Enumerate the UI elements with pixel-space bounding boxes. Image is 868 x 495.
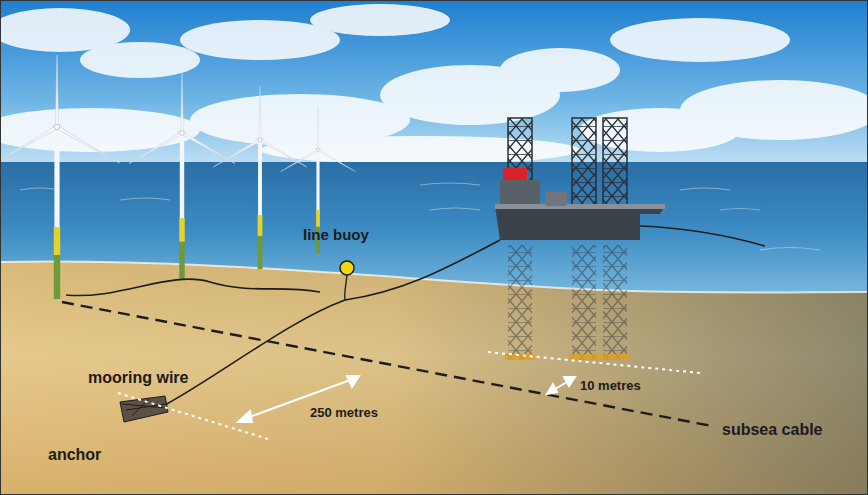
wire-label: mooring wire [88,369,188,387]
cable-label: subsea cable [722,421,823,439]
buoy-label: line buoy [303,226,369,243]
dimension-label: 250 metres [310,406,378,421]
anchor-label: anchor [48,446,101,464]
dimension-label: 10 metres [580,379,641,394]
